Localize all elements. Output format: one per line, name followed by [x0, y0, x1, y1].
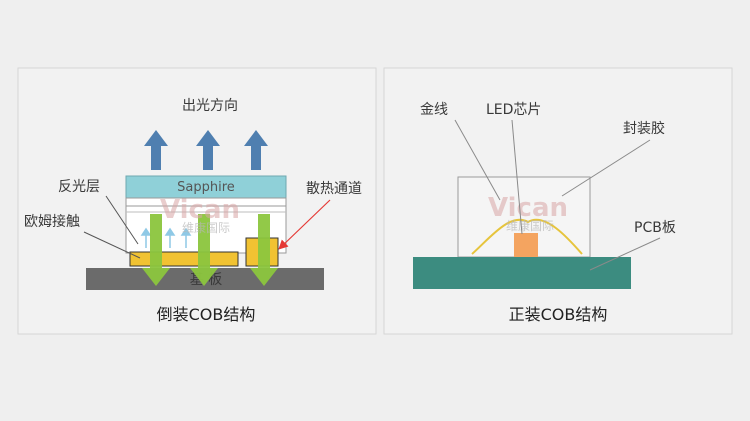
watermark-text: 维康国际	[506, 218, 554, 233]
watermark-logo: Vican	[160, 195, 240, 225]
reflective-layer-label: 反光层	[58, 179, 100, 195]
flip-chip-cob-panel: 出光方向 Sapphire 基 板	[17, 67, 377, 335]
left-caption: 倒装COB结构	[157, 305, 256, 324]
heat-channel-pointer	[278, 199, 331, 250]
heat-channel-label: 散热通道	[306, 181, 362, 197]
light-direction-arrows	[144, 130, 268, 170]
pcb-pointer	[589, 237, 661, 271]
gold-wire-pointer	[454, 119, 501, 201]
watermark-logo: Vican	[488, 193, 568, 223]
heat-flow-arrows	[142, 214, 278, 286]
down-arrow-icon	[190, 214, 218, 286]
gold-wire-label: 金线	[420, 102, 448, 118]
up-arrow-icon	[196, 130, 220, 170]
down-arrow-icon	[250, 214, 278, 286]
pcb-label: PCB板	[634, 220, 676, 236]
up-arrow-icon	[244, 130, 268, 170]
ohmic-contact-pointer	[83, 231, 141, 259]
encapsulant-pointer	[561, 139, 651, 197]
pcb-board	[413, 257, 631, 289]
ohmic-contact-pad	[129, 251, 239, 267]
led-chip-pointer	[511, 119, 523, 235]
inner-light-arrows	[140, 227, 192, 248]
down-arrow-icon	[142, 214, 170, 286]
led-chip	[514, 233, 538, 257]
watermark-text: 维康国际	[182, 220, 230, 235]
encapsulant-label: 封装胶	[623, 120, 665, 137]
reflective-layer-pointer	[105, 195, 139, 245]
right-caption: 正装COB结构	[509, 305, 608, 324]
up-arrow-icon	[144, 130, 168, 170]
led-chip-label: LED芯片	[486, 102, 541, 118]
sapphire-label: Sapphire	[177, 180, 235, 195]
ohmic-contact-label: 欧姆接触	[24, 213, 80, 230]
gold-wire	[471, 218, 583, 255]
face-up-cob-panel: Vican 维康国际 金线 LED芯片 封装胶 PCB板 正装COB结构	[383, 67, 733, 335]
light-direction-label: 出光方向	[182, 98, 238, 114]
